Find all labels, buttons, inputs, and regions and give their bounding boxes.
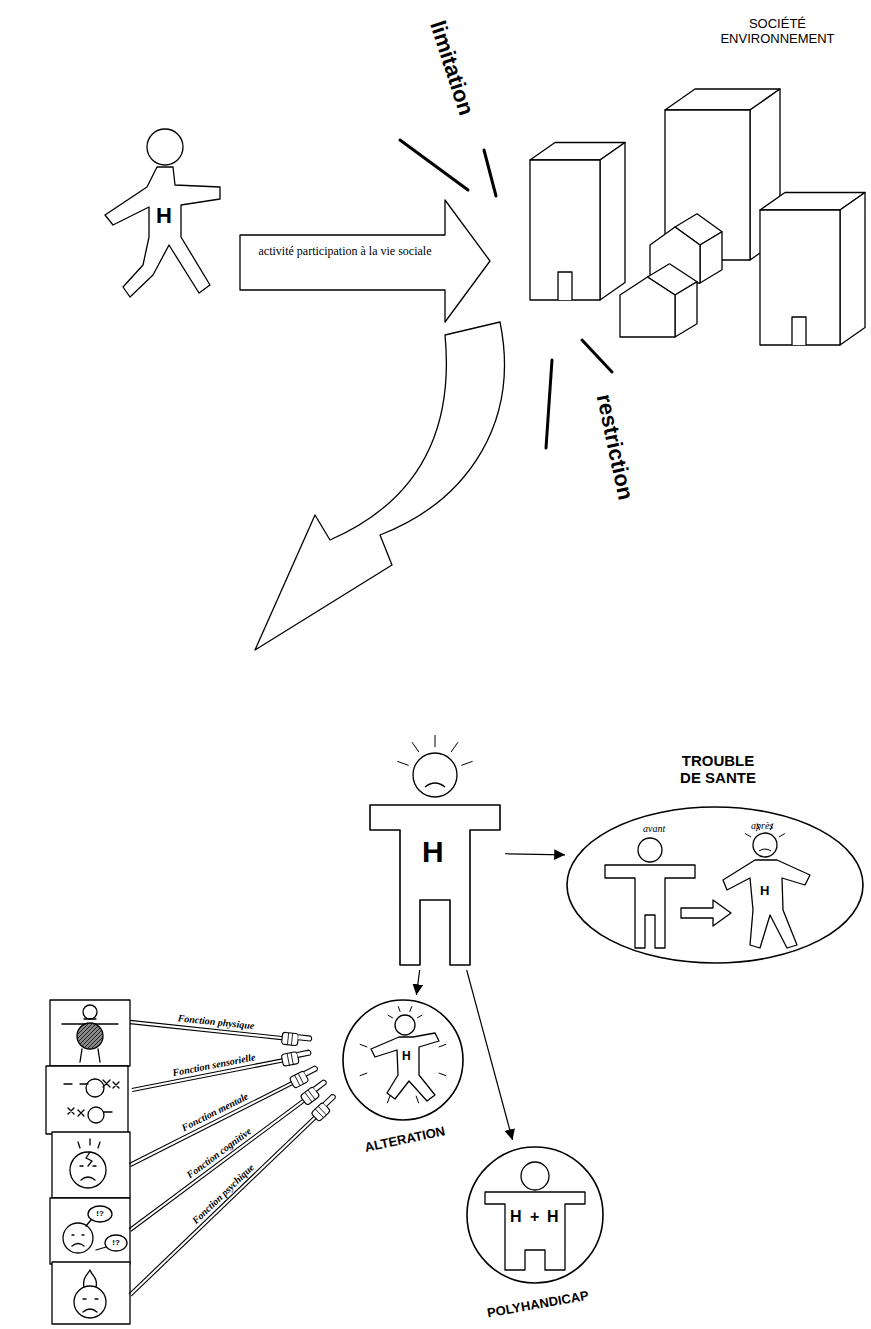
node-text: SOCIÉTÉ ENVIRONNEMENT [715, 17, 840, 47]
node-text: TROUBLE DE SANTE [670, 752, 766, 787]
figure-node: H [95, 125, 230, 310]
node-text: après [751, 820, 773, 832]
barrier-stroke [582, 340, 612, 372]
node-text: H [547, 1208, 559, 1226]
function-panel [50, 1000, 130, 1066]
node-text: H [156, 203, 172, 228]
function-panel [52, 1132, 130, 1198]
society-group: SOCIÉTÉ ENVIRONNEMENT [515, 15, 867, 350]
node-outline [515, 15, 867, 350]
node-text: + [530, 1208, 539, 1226]
connector-arrow [467, 970, 513, 1140]
node-outline [240, 200, 492, 322]
function-label: Fonction sensorielle [172, 1051, 257, 1079]
pointer-hand [129, 1093, 341, 1296]
barrier-label: restriction [591, 392, 638, 503]
figure-node: H + H POLYHANDICAP [460, 1140, 615, 1325]
pointer-hand [129, 1078, 331, 1231]
activity-arrow: activité participation à la vie sociale [240, 200, 492, 322]
node-text: H [422, 835, 444, 870]
node-text: activité participation à la vie sociale [252, 245, 438, 259]
function-label: Fonction mentale [180, 1090, 250, 1133]
function-panel [46, 1066, 128, 1134]
node-text: H [760, 884, 769, 899]
figure-node: TROUBLE DE SANTE avant aprèsH [565, 750, 870, 965]
node-text: H [402, 1050, 411, 1064]
node-text: avant [643, 823, 665, 835]
barrier-stroke [484, 150, 496, 196]
return-arrow [255, 322, 504, 650]
connector-arrow [505, 854, 565, 855]
node-text: POLYHANDICAP [486, 1289, 590, 1322]
barrier-label: limitation [425, 18, 479, 119]
symbol-label: !? [96, 1209, 104, 1218]
barrier-stroke [400, 140, 468, 190]
connector-arrow [416, 970, 419, 995]
node-text: ALTERATION [363, 1124, 446, 1156]
barrier-stroke [546, 360, 552, 448]
function-panel [50, 1198, 130, 1264]
function-label: Fonction physique [177, 1012, 255, 1032]
node-text: H [510, 1208, 522, 1226]
symbol-label: !? [112, 1238, 120, 1247]
figure-node: H ALTERATION [335, 995, 475, 1170]
function-panel [52, 1262, 130, 1324]
figure-node: H [365, 735, 505, 970]
